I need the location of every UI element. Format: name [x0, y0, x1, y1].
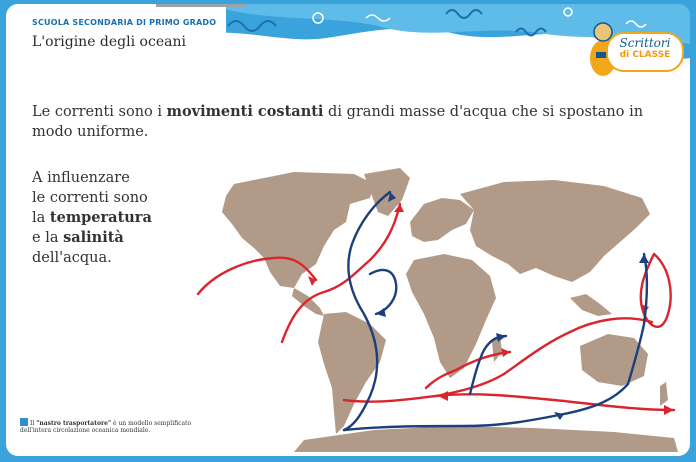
south-america	[318, 312, 386, 434]
footnote-prefix: Il	[30, 420, 37, 427]
cold-arrow-1	[388, 192, 396, 202]
logo-text-di-classe: di CLASSE	[619, 50, 671, 60]
influence-line-5: dell'acqua.	[32, 250, 112, 266]
continents	[222, 168, 678, 452]
warm-current-pacific-loop	[639, 252, 672, 328]
influence-line-3-text: la	[32, 210, 50, 226]
footnote: Il "nastro trasportatore" è un modello s…	[20, 418, 210, 434]
header-wave	[6, 4, 690, 60]
slide: SCUOLA SECONDARIA DI PRIMO GRADO L'origi…	[6, 4, 690, 456]
influence-line-4: e la salinità	[32, 228, 182, 248]
footnote-text: è un modello semplificato dell'intera ci…	[20, 420, 192, 434]
cold-current-loop	[368, 268, 398, 316]
influence-line-4-text: e la	[32, 230, 64, 246]
cold-arrow-2	[554, 412, 564, 420]
central-america	[292, 288, 324, 316]
cold-current-arrows	[376, 192, 649, 420]
cold-current-southern	[342, 382, 630, 432]
europe	[410, 198, 474, 242]
warm-current-south	[342, 393, 676, 412]
warm-arrow-5	[501, 348, 510, 357]
antarctica	[294, 426, 678, 452]
info-square-icon	[20, 418, 28, 426]
cold-current-pacific	[626, 252, 649, 386]
influence-line-3: la temperatura	[32, 208, 182, 228]
intro-text-after: di grandi masse d'acqua che si spostano …	[32, 104, 644, 140]
warm-current-gulf	[196, 256, 318, 296]
salinity-keyword: salinità	[63, 229, 124, 246]
africa	[406, 254, 496, 378]
page-title: L'origine degli oceani	[32, 34, 186, 50]
australia	[580, 334, 648, 386]
warm-arrow-2	[308, 276, 316, 286]
influence-line-2: le correnti sono	[32, 190, 148, 206]
warm-current-africa	[424, 350, 512, 390]
logo-badge: Scrittori di CLASSE	[606, 32, 684, 72]
intro-text-before: Le correnti sono i	[32, 104, 167, 120]
warm-arrow-4	[438, 391, 448, 401]
warm-arrow-1	[394, 204, 404, 212]
intro-paragraph: Le correnti sono i movimenti costanti di…	[32, 102, 652, 142]
asia	[460, 180, 650, 282]
influence-paragraph: A influenzare le correnti sono la temper…	[32, 168, 182, 268]
north-america	[222, 172, 374, 288]
logo-text-scrittori: Scrittori	[619, 36, 671, 50]
world-map-ocean-currents	[196, 168, 678, 452]
scrittori-di-classe-logo: Scrittori di CLASSE	[588, 18, 684, 82]
cold-arrow-5	[376, 308, 386, 317]
cold-current-north-atlantic	[342, 190, 392, 432]
new-zealand	[660, 382, 668, 406]
footnote-bold: "nastro trasportatore"	[36, 420, 112, 427]
influence-line-1: A influenzare	[32, 170, 130, 186]
southeast-asia-islands	[570, 294, 612, 316]
temperature-keyword: temperatura	[49, 209, 152, 226]
school-label: SCUOLA SECONDARIA DI PRIMO GRADO	[32, 18, 217, 27]
cold-arrow-4	[496, 333, 506, 342]
cold-arrow-3	[639, 254, 649, 263]
intro-text-bold: movimenti costanti	[166, 103, 324, 120]
warm-arrow-3	[664, 405, 674, 415]
